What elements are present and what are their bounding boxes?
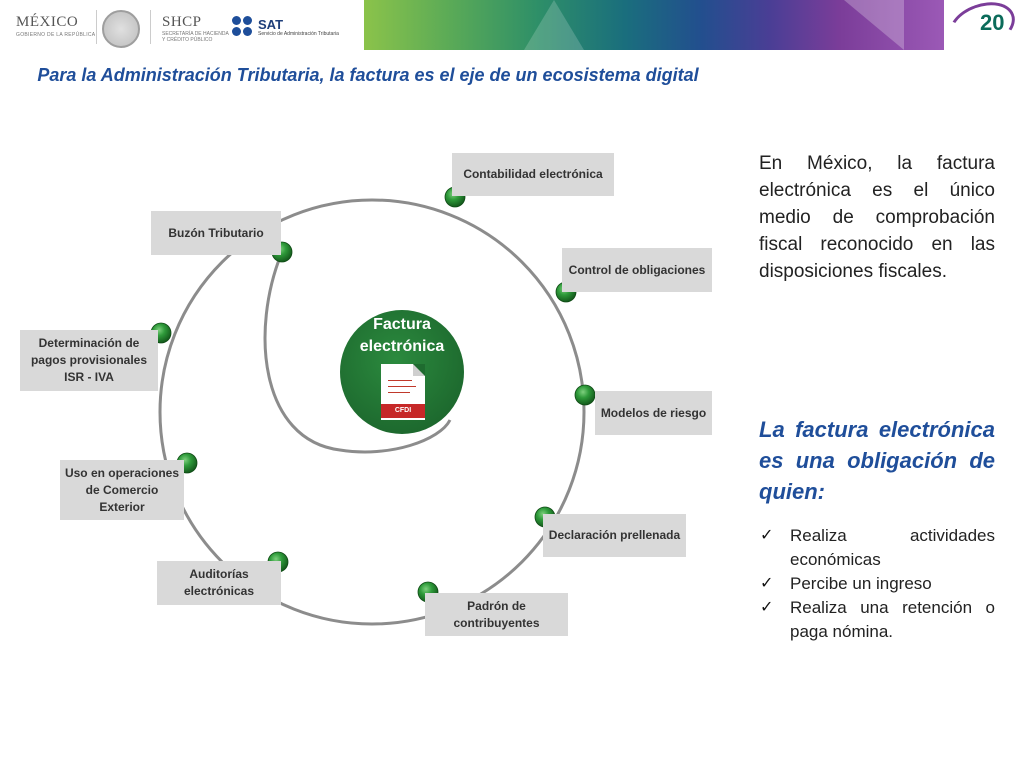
cfdi-document-icon: CFDI xyxy=(381,364,425,420)
logo-strip: MÉXICO GOBIERNO DE LA REPÚBLICA SHCP SEC… xyxy=(0,0,364,50)
checkmark-icon: ✓ xyxy=(760,527,774,544)
page-title: Para la Administración Tributaria, la fa… xyxy=(37,65,699,85)
node-label-declaracion: Declaración prellenada xyxy=(543,514,686,557)
node-label-comercio-exterior: Uso en operaciones de Comercio Exterior xyxy=(60,460,184,520)
intro-paragraph: En México, la factura electrónica es el … xyxy=(759,153,995,282)
checkmark-icon: ✓ xyxy=(760,599,774,616)
list-item: ✓Percibe un ingreso xyxy=(759,572,995,596)
list-item: ✓Realiza una retención o paga nómina. xyxy=(760,598,995,641)
node-dot-modelos xyxy=(574,384,596,406)
logo-divider xyxy=(96,10,97,44)
node-label-modelos: Modelos de riesgo xyxy=(595,391,712,435)
header-bar: MÉXICO GOBIERNO DE LA REPÚBLICA SHCP SEC… xyxy=(0,0,1024,59)
national-seal-icon xyxy=(102,10,140,48)
obligation-checklist: ✓Realiza actividades económicas ✓Percibe… xyxy=(759,524,995,644)
node-label-determinacion: Determinación de pagos provisionales ISR… xyxy=(20,330,158,391)
node-label-control: Control de obligaciones xyxy=(562,248,712,292)
checkmark-icon: ✓ xyxy=(760,575,774,592)
anniversary-logo xyxy=(944,0,1024,50)
list-item: ✓Realiza actividades económicas xyxy=(760,526,995,569)
sat-mark-icon xyxy=(232,16,254,38)
header-gradient-banner xyxy=(364,0,944,50)
main-orbit xyxy=(158,198,586,626)
center-label: Factura electrónica xyxy=(359,316,445,355)
obligation-heading: La factura electrónica es una obligación… xyxy=(759,417,995,504)
ecosystem-diagram: Factura electrónica CFDI Contabilidad el… xyxy=(0,140,740,660)
node-label-buzon: Buzón Tributario xyxy=(151,211,281,255)
node-label-padron: Padrón de contribuyentes xyxy=(425,593,568,636)
mexico-logo: MÉXICO GOBIERNO DE LA REPÚBLICA xyxy=(16,14,96,38)
node-label-auditorias: Auditorías electrónicas xyxy=(157,561,281,605)
shcp-logo: SHCP SECRETARÍA DE HACIENDA Y CRÉDITO PÚ… xyxy=(162,14,229,43)
node-label-contabilidad: Contabilidad electrónica xyxy=(452,153,614,196)
inner-orbit xyxy=(263,251,452,454)
cfdi-tag: CFDI xyxy=(381,404,425,418)
logo-divider xyxy=(150,10,151,44)
anniversary-number: 20 xyxy=(980,10,1005,35)
